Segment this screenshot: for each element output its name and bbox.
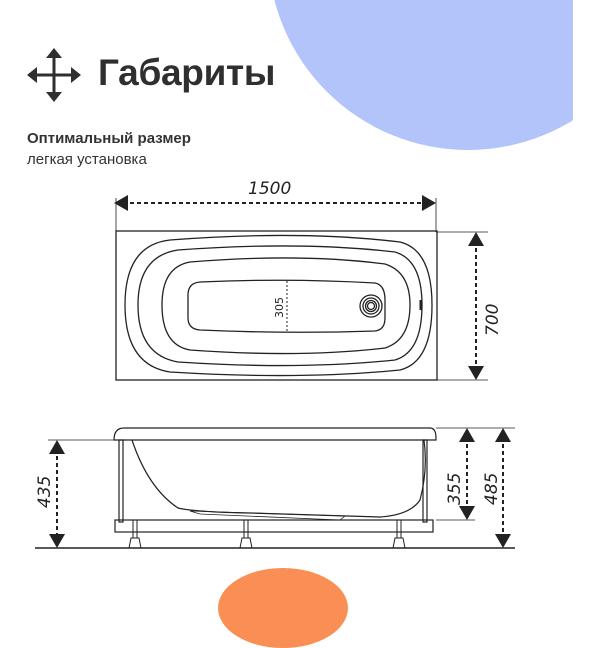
bathtub-drawing: 1500 700 305 435 355 48 [35, 179, 515, 549]
decorative-blue-circle [0, 0, 573, 200]
width-label: 700 [483, 304, 503, 336]
inner-width-label: 305 [273, 297, 286, 318]
height-left-label: 435 [35, 476, 55, 508]
move-arrows-icon [27, 48, 81, 102]
length-label: 1500 [248, 179, 291, 199]
top-view [114, 195, 488, 381]
depth-label: 355 [445, 473, 465, 505]
height-total-label: 485 [482, 473, 502, 505]
side-view [35, 427, 515, 549]
subtitle: Оптимальный размер [27, 130, 191, 147]
subtitle-secondary: легкая установка [27, 151, 147, 168]
page-title: Габариты [98, 52, 276, 93]
